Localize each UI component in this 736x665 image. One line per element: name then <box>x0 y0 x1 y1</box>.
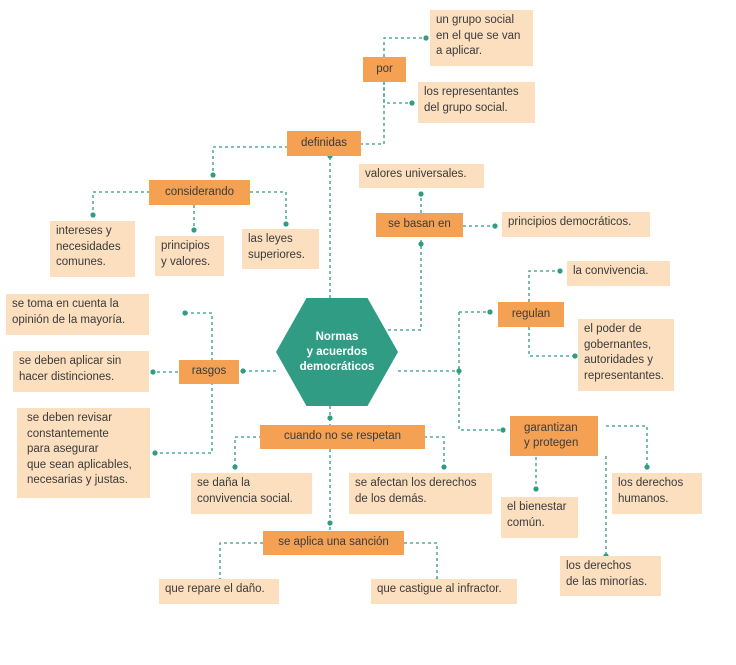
label-considerando: considerando <box>149 180 250 205</box>
item-poder: el poder de gobernantes, autoridades y r… <box>578 319 674 391</box>
item-castigue: que castigue al infractor. <box>371 579 517 604</box>
item-revisar: se deben revisar constantemente para ase… <box>17 408 150 498</box>
label-regulan: regulan <box>498 302 564 327</box>
item-leyes: las leyes superiores. <box>242 229 319 269</box>
label-se-aplica-una-sancion: se aplica una sanción <box>263 531 404 555</box>
item-dana: se daña la convivencia social. <box>191 473 312 514</box>
item-derechos-minorias: los derechos de las minorías. <box>560 556 661 596</box>
item-derechos-humanos: los derechos humanos. <box>612 473 702 514</box>
label-por: por <box>363 57 406 82</box>
item-derechos-demas: se afectan los derechos de los demás. <box>349 473 492 514</box>
item-convivencia: la convivencia. <box>567 261 670 286</box>
label-definidas: definidas <box>287 131 361 156</box>
item-valores-universales: valores universales. <box>359 164 484 188</box>
item-grupo-social: un grupo social en el que se van a aplic… <box>430 10 533 66</box>
label-cuando-no-se-respetan: cuando no se respetan <box>260 425 425 449</box>
label-rasgos: rasgos <box>179 360 239 384</box>
item-repare: que repare el daño. <box>159 579 279 604</box>
item-distinciones: se deben aplicar sin hacer distinciones. <box>13 351 149 392</box>
central-concept: Normas y acuerdos democráticos <box>276 298 398 406</box>
label-se-basan-en: se basan en <box>376 213 463 237</box>
label-garantizan-y-protegen: garantizan y protegen <box>510 416 598 456</box>
item-principios-democraticos: principios democráticos. <box>502 212 650 237</box>
item-representantes: los representantes del grupo social. <box>418 82 535 123</box>
item-mayoria: se toma en cuenta la opinión de la mayor… <box>6 294 149 335</box>
item-principios-valores: principios y valores. <box>155 236 224 276</box>
item-bienestar: el bienestar común. <box>501 497 578 538</box>
item-intereses: intereses y necesidades comunes. <box>50 221 135 277</box>
